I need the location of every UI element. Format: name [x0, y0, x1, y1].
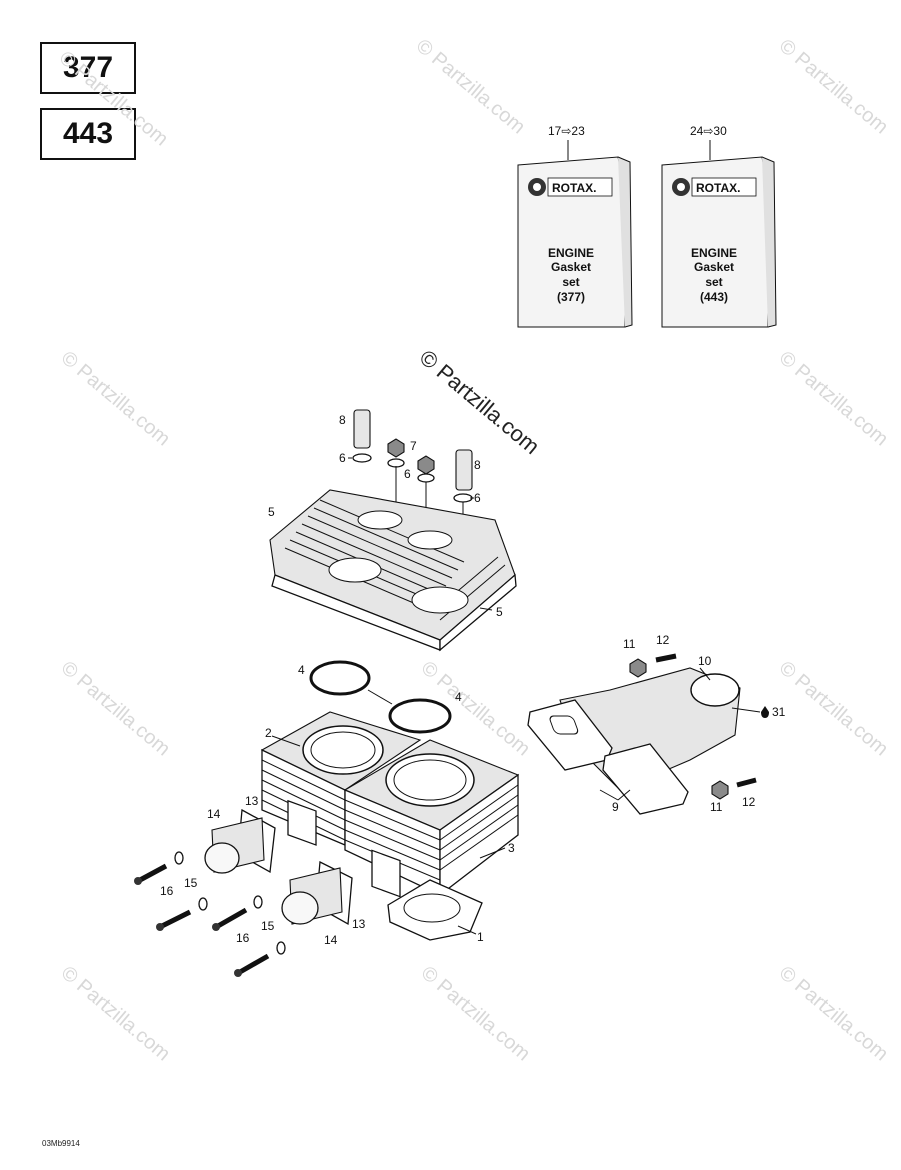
callout-11: 11 [710, 800, 723, 814]
callout-5: 5 [496, 605, 503, 619]
nut-7 [417, 455, 435, 475]
callout-4: 4 [298, 663, 305, 677]
sleeve-8 [353, 409, 371, 449]
kit-line: set [562, 275, 579, 289]
kit-line: Gasket [694, 260, 734, 274]
intake-screws [134, 851, 286, 977]
washer-15 [253, 895, 263, 909]
callout-14: 14 [324, 933, 338, 947]
watermark-text: © Partzilla.com [775, 35, 892, 138]
cylinder-head [269, 489, 517, 652]
o-ring-4 [309, 660, 371, 696]
drawing-code: 03Mb9914 [42, 1139, 80, 1148]
rubber-flange-14 [204, 842, 240, 874]
watermark-text: © Partzilla.com [775, 347, 892, 450]
watermark-text: © Partzilla.com [775, 962, 892, 1065]
callout-12: 12 [656, 633, 670, 647]
kit-line: ENGINE [691, 246, 737, 260]
callout-8: 8 [474, 458, 481, 472]
watermark-text: © Partzilla.com [417, 962, 534, 1065]
callout-7: 7 [410, 439, 417, 453]
kit-line: set [705, 275, 722, 289]
intake-sockets [204, 808, 353, 926]
model-box-377: 377 [40, 42, 136, 94]
watermark-text: © Partzilla.com [775, 657, 892, 760]
kit-line: ENGINE [548, 246, 594, 260]
callout-11: 11 [623, 637, 636, 651]
rubber-flange-14 [281, 891, 319, 925]
callout-1: 1 [477, 930, 484, 944]
exhaust-manifold [527, 653, 769, 815]
washer-6 [453, 493, 473, 503]
watermark-text: © Partzilla.com [57, 347, 174, 450]
nut-11 [711, 780, 729, 800]
watermark-text: © Partzilla.com [57, 657, 174, 760]
callout-6: 6 [404, 467, 411, 481]
callout-13: 13 [352, 917, 366, 931]
gasket-kit-377: 17⇨23 ROTAX. ENGINE Gasket set (377) [517, 124, 633, 328]
watermark-main: © Partzilla.com [415, 345, 545, 459]
callout-2: 2 [265, 726, 272, 740]
gasket-kit-443: 24⇨30 ROTAX. ENGINE Gasket set (443) [661, 124, 777, 328]
callout-14: 14 [207, 807, 221, 821]
callout-15: 15 [261, 919, 275, 933]
leader-lines [271, 457, 711, 935]
callout-3: 3 [508, 841, 515, 855]
kit-brand: ROTAX. [696, 181, 740, 195]
callouts: 8 6 7 6 8 6 5 5 4 4 2 3 1 13 14 13 14 15… [160, 413, 786, 947]
callout-31: 31 [772, 705, 786, 719]
washer-6 [352, 453, 372, 463]
callout-5: 5 [268, 505, 275, 519]
kit-line: (377) [557, 290, 585, 304]
watermark-text: © Partzilla.com [412, 35, 529, 138]
callout-4: 4 [455, 690, 462, 704]
kit-range-label: 17⇨23 [548, 124, 585, 138]
callout-10: 10 [698, 654, 712, 668]
drop-icon [761, 706, 769, 718]
callout-16: 16 [236, 931, 250, 945]
washer-15 [276, 941, 286, 955]
callout-9: 9 [612, 800, 619, 814]
washer-6 [387, 458, 405, 468]
kit-line: (443) [700, 290, 728, 304]
callout-15: 15 [184, 876, 198, 890]
callout-6: 6 [339, 451, 346, 465]
nut-7 [387, 438, 405, 458]
sleeve-8 [455, 449, 473, 491]
exhaust-gasket-9 [602, 743, 689, 815]
callout-13: 13 [245, 794, 259, 808]
o-ring-4 [388, 698, 452, 734]
callout-8: 8 [339, 413, 346, 427]
callout-12: 12 [742, 795, 756, 809]
washer-6 [417, 473, 435, 483]
washer-15 [198, 897, 208, 911]
head-fasteners [352, 409, 473, 540]
o-rings [309, 660, 452, 734]
kit-brand: ROTAX. [552, 181, 596, 195]
cylinders [260, 711, 520, 898]
kit-line: Gasket [551, 260, 591, 274]
model-box-443: 443 [40, 108, 136, 160]
watermark-text: © Partzilla.com [55, 47, 172, 150]
callout-6: 6 [474, 491, 481, 505]
watermark-text: © Partzilla.com [57, 962, 174, 1065]
washer-15 [174, 851, 184, 865]
callout-16: 16 [160, 884, 174, 898]
nut-11 [629, 658, 647, 678]
kit-range-label: 24⇨30 [690, 124, 727, 138]
